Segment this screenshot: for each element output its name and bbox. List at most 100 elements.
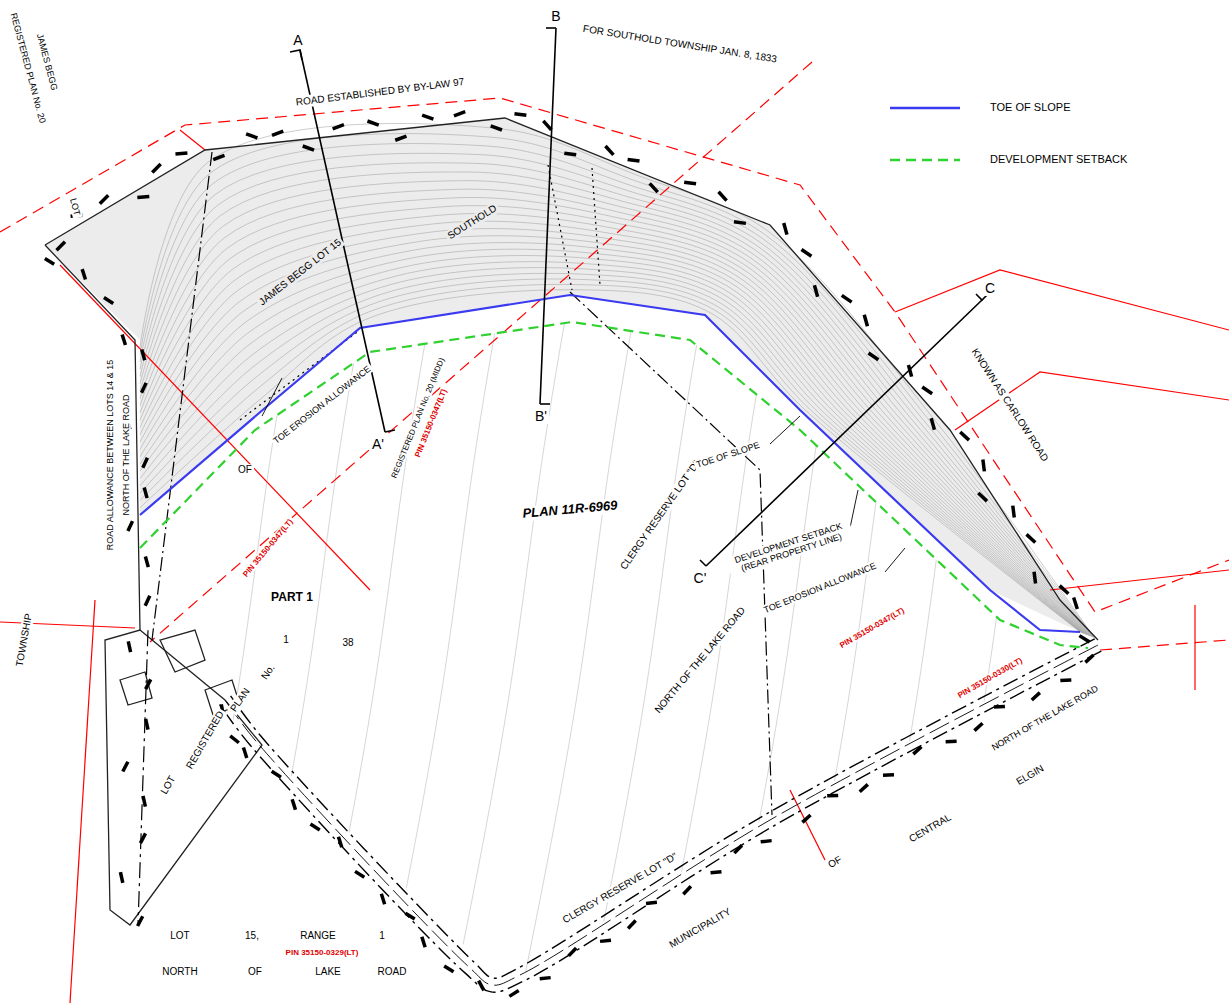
- contour-line: [140, 221, 1088, 635]
- map-label: TOWNSHIP: [13, 611, 34, 670]
- lot-line: [180, 130, 205, 150]
- contour-line: [140, 163, 1092, 637]
- hatch-mark: [1074, 598, 1078, 609]
- lot-line: [790, 790, 825, 860]
- hatch-mark: [1060, 678, 1071, 682]
- lot-line-dashed: [1100, 640, 1229, 650]
- hatch-mark: [138, 916, 143, 926]
- contour-line: [140, 206, 1089, 636]
- contour-line: [140, 290, 1081, 632]
- hatch-mark: [814, 285, 817, 297]
- hatch-mark: [802, 815, 810, 822]
- hatch-mark: [684, 182, 696, 184]
- hatch-mark: [303, 146, 314, 150]
- hatch-mark: [509, 990, 518, 996]
- hatch-mark: [243, 748, 246, 758]
- map-label: SOUTHOLD: [444, 201, 501, 242]
- hatch-mark: [146, 679, 151, 689]
- hatch-mark: [1026, 534, 1035, 542]
- hatch-mark: [711, 872, 722, 873]
- map-label: FOR SOUTHOLD TOWNSHIP JAN. 8, 1833: [580, 23, 780, 66]
- hatch-mark: [883, 773, 894, 777]
- section-tick: [540, 403, 550, 405]
- hatch-mark: [128, 521, 133, 531]
- road-lines: [138, 630, 1101, 992]
- hatch-mark: [444, 966, 453, 972]
- hatch-mark: [145, 596, 150, 606]
- map-label: RANGE: [298, 930, 338, 942]
- hatch-mark: [272, 131, 283, 135]
- hatch-mark: [122, 335, 125, 345]
- map-label: 15,: [243, 930, 261, 942]
- hatch-mark: [983, 459, 984, 471]
- hatch-mark: [152, 164, 160, 172]
- legend-line-sample: [890, 107, 960, 110]
- hatch-mark: [213, 155, 224, 159]
- hatch-mark: [734, 222, 746, 224]
- hatch-mark: [1085, 655, 1093, 662]
- map-label: KNOWN AS CARLOW ROAD: [968, 345, 1052, 466]
- hatch-mark: [600, 940, 611, 941]
- hatch-mark: [422, 937, 425, 947]
- contour-line: [452, 280, 572, 1000]
- hatch-mark: [868, 353, 878, 360]
- building-outline: [160, 630, 205, 672]
- hatch-mark: [333, 125, 344, 129]
- hatch-mark: [974, 723, 982, 730]
- map-label: NORTH OF THE LAKE ROAD: [121, 392, 131, 517]
- hatch-mark: [842, 295, 852, 302]
- map-label: LAKE: [313, 966, 343, 978]
- hatch-mark: [120, 872, 122, 883]
- map-label: 38: [340, 637, 355, 649]
- leader-line: [850, 490, 858, 528]
- contour-line: [140, 172, 1091, 637]
- callout-text: TOE OF SLOPE: [693, 439, 763, 470]
- map-label: NORTH OF THE LAKE ROAD: [651, 603, 749, 717]
- hatch-mark: [569, 948, 577, 956]
- hatch-mark: [650, 183, 658, 192]
- hatch-mark: [1034, 572, 1035, 584]
- parcel-number: PIN 35150-0347(LT): [240, 516, 296, 581]
- hatch-mark: [628, 159, 640, 161]
- hatch-mark: [246, 134, 257, 138]
- section-tick: [290, 50, 302, 60]
- boundary-lines: [45, 118, 1098, 925]
- hatch-mark: [45, 258, 54, 264]
- hatch-mark: [978, 493, 987, 501]
- lot-line: [60, 265, 370, 590]
- hatch-mark: [543, 121, 551, 130]
- hatch-mark: [140, 833, 145, 843]
- lot-outline: [105, 630, 262, 925]
- contour-lines: [140, 123, 1094, 1000]
- callout-text: TOE EROSION ALLOWANCE: [760, 560, 879, 616]
- parcel-number: PIN 35150-0347(LT): [836, 605, 907, 651]
- section-line: [540, 28, 556, 404]
- plan-title: PLAN 11R-6969: [520, 498, 620, 522]
- section-marker: B: [549, 8, 562, 24]
- lot-line-dashed: [0, 98, 1229, 612]
- hatch-mark: [784, 223, 787, 235]
- contour-line: [140, 249, 1085, 634]
- map-label: CLERGY RESERVE LOT "D": [559, 849, 681, 926]
- hatch-mark: [719, 192, 727, 201]
- hatch-mark: [646, 902, 657, 903]
- hatch-mark: [946, 740, 957, 744]
- lot-line: [70, 600, 95, 1003]
- hatch-mark: [355, 871, 364, 877]
- map-label: 1: [377, 930, 387, 942]
- lot-line-dashed: [150, 62, 812, 642]
- building-outline: [120, 672, 152, 705]
- hatch-mark: [104, 298, 113, 304]
- leader-line: [770, 416, 800, 444]
- hatch-mark: [491, 126, 502, 130]
- contour-line: [140, 123, 1094, 637]
- hatch-mark: [683, 886, 691, 894]
- leader-line: [885, 548, 905, 572]
- legend-line-sample: [890, 159, 960, 162]
- hatch-mark: [913, 747, 921, 754]
- hatch-mark: [310, 824, 319, 830]
- toe-of-slope: [140, 295, 1080, 632]
- lot-line: [895, 270, 1229, 330]
